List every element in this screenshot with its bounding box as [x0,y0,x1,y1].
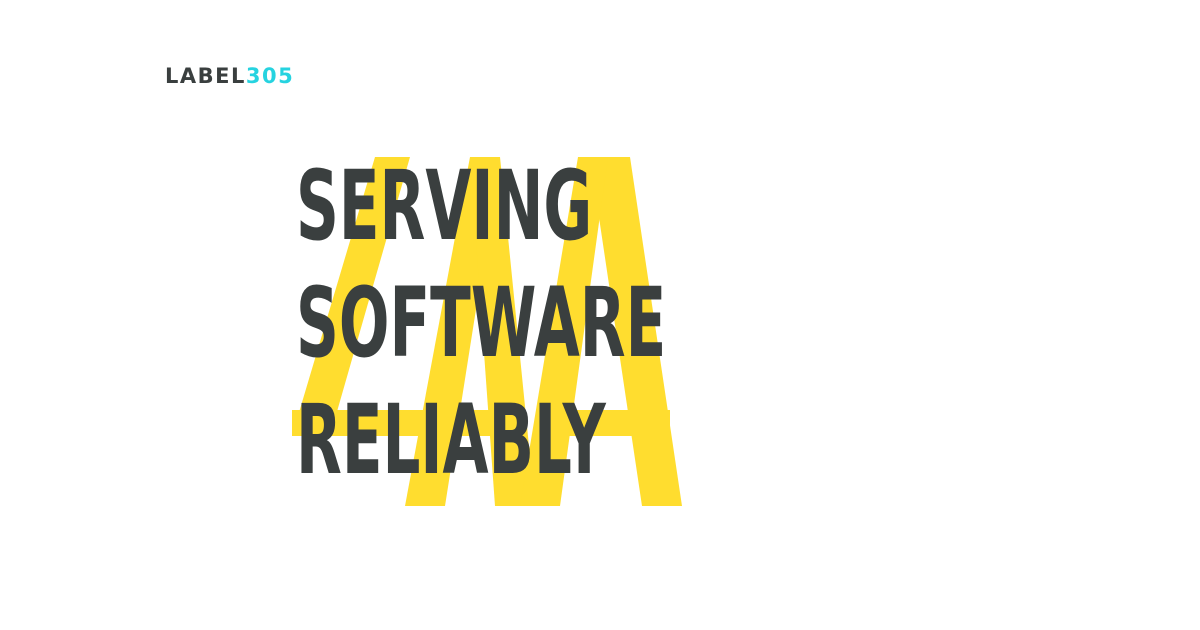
headline-line-2: SOFTWARE [296,267,667,379]
headline-line-1: SERVING [296,150,593,262]
logo-number: 305 [245,64,295,88]
headline-line-3: RELIABLY [296,384,606,496]
logo-word: LABEL [165,64,246,88]
headline: SERVING SOFTWARE RELIABLY [296,148,893,499]
brand-logo: LABEL305 [165,60,294,92]
